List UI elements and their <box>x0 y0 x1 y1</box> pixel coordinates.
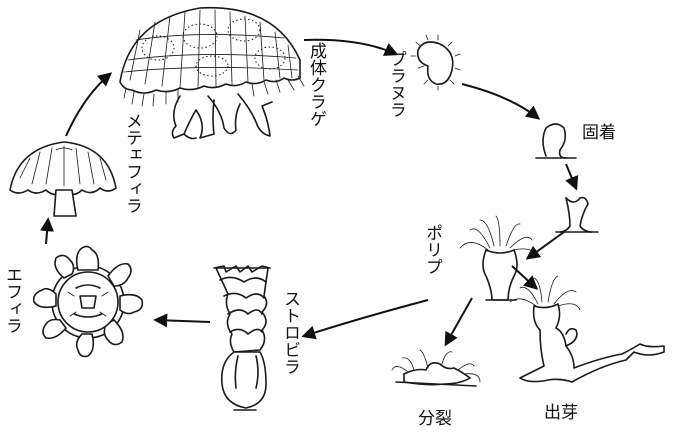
arrow-polyp-to-fission <box>446 298 472 344</box>
label-metephyra: メテェフィラ <box>122 112 142 214</box>
budding-polyp-icon <box>510 276 664 382</box>
arrow-planula-to-attach <box>462 84 538 118</box>
label-attach: 固着 <box>582 123 616 143</box>
metephyra-icon <box>10 142 116 216</box>
strobila-icon <box>214 266 270 410</box>
arrow-young-polyp-to-polyp <box>528 232 564 258</box>
arrow-metephyra-to-adult <box>66 74 110 136</box>
label-polyp: ポリプ <box>422 224 442 275</box>
label-strobila: ストロビラ <box>280 290 300 375</box>
label-ephyra: エフィラ <box>2 266 22 334</box>
label-planula: プラヌラ <box>386 50 406 118</box>
arrow-polyp-to-strobila <box>304 300 428 336</box>
arrow-ephyra-to-metephyra <box>46 220 48 244</box>
planula-larva-icon <box>411 35 460 90</box>
attached-larva-icon <box>536 124 576 158</box>
adult-jellyfish-icon <box>120 8 304 139</box>
ephyra-icon <box>34 246 143 356</box>
label-budding: 出芽 <box>544 403 578 423</box>
fission-polyp-icon <box>392 350 480 386</box>
arrow-polyp-to-budding <box>512 266 536 288</box>
label-fission: 分裂 <box>418 409 452 429</box>
arrow-attach-to-young-polyp <box>566 164 576 188</box>
young-polyp-icon <box>556 198 598 232</box>
label-adult: 成体クラゲ <box>306 42 327 127</box>
arrow-strobila-to-ephyra <box>156 320 210 322</box>
